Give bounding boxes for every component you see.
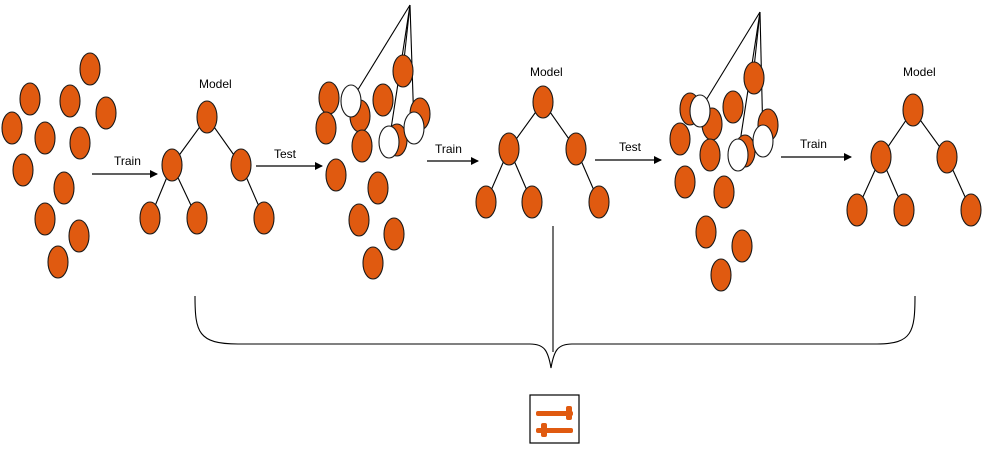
test-point	[318, 81, 340, 115]
data-point	[68, 219, 90, 253]
model-2-tree-leaf-node	[588, 185, 610, 219]
misclassified-point	[403, 111, 425, 145]
data-point	[1, 111, 23, 145]
test-point	[699, 138, 721, 172]
test-point	[392, 54, 414, 88]
model-1-tree-inner-node	[161, 148, 183, 182]
model-2-tree-inner-node	[565, 132, 587, 166]
test-point	[351, 129, 373, 163]
pointer-line	[350, 4, 411, 102]
data-point	[53, 171, 75, 205]
labels: Train Test Train Test Train Model Model …	[114, 65, 936, 168]
model-2-tree-root-node	[532, 85, 554, 119]
misclassified-point	[689, 94, 711, 128]
misclassified-point	[340, 84, 362, 118]
test-point	[383, 217, 405, 251]
model-1-tree-leaf-node	[186, 201, 208, 235]
model-2-tree-leaf-node	[521, 185, 543, 219]
data-point	[79, 52, 101, 86]
model-1-tree-root-node	[196, 100, 218, 134]
model-3-tree-inner-node	[936, 140, 958, 174]
test-point	[710, 258, 732, 292]
misclassified-point	[727, 138, 749, 172]
label-train-1: Train	[114, 154, 141, 168]
label-model-1: Model	[199, 77, 232, 91]
data-point	[47, 245, 69, 279]
label-train-3: Train	[800, 137, 827, 151]
arrows	[92, 153, 852, 178]
model-2-tree-inner-node	[498, 132, 520, 166]
test-point	[674, 165, 696, 199]
pointer-line	[699, 11, 761, 111]
model-3-tree-leaf-node	[893, 193, 915, 227]
test-point	[713, 175, 735, 209]
test-point	[695, 215, 717, 249]
label-train-2: Train	[435, 142, 462, 156]
data-point	[69, 126, 91, 160]
test-point	[348, 203, 370, 237]
data-point	[34, 202, 56, 236]
data-point	[34, 121, 56, 155]
model-1-tree-leaf-node	[139, 201, 161, 235]
test-point	[731, 229, 753, 263]
label-model-3: Model	[903, 65, 936, 79]
nodes	[1, 52, 982, 292]
model-3-tree-inner-node	[870, 140, 892, 174]
misclassified-point	[378, 125, 400, 159]
model-2-tree-leaf-node	[475, 185, 497, 219]
model-3-tree-leaf-node	[846, 193, 868, 227]
misclassified-point	[752, 124, 774, 158]
test-point	[325, 158, 347, 192]
data-point	[19, 82, 41, 116]
test-point	[669, 122, 691, 156]
sliders-icon	[529, 394, 580, 444]
test-point	[367, 171, 389, 205]
model-1-tree-leaf-node	[253, 201, 275, 235]
test-point	[372, 83, 394, 117]
model-3-tree-root-node	[902, 93, 924, 127]
test-point	[743, 61, 765, 95]
data-point	[12, 153, 34, 187]
label-test-1: Test	[274, 147, 297, 161]
test-point	[722, 90, 744, 124]
bracket	[194, 295, 916, 369]
model-3-tree-leaf-node	[960, 193, 982, 227]
model-1-tree-inner-node	[230, 148, 252, 182]
test-point	[315, 111, 337, 145]
connector-lines	[149, 4, 972, 219]
data-point	[59, 84, 81, 118]
label-test-2: Test	[619, 140, 642, 154]
data-point	[95, 96, 117, 130]
label-model-2: Model	[530, 65, 563, 79]
test-point	[362, 246, 384, 280]
